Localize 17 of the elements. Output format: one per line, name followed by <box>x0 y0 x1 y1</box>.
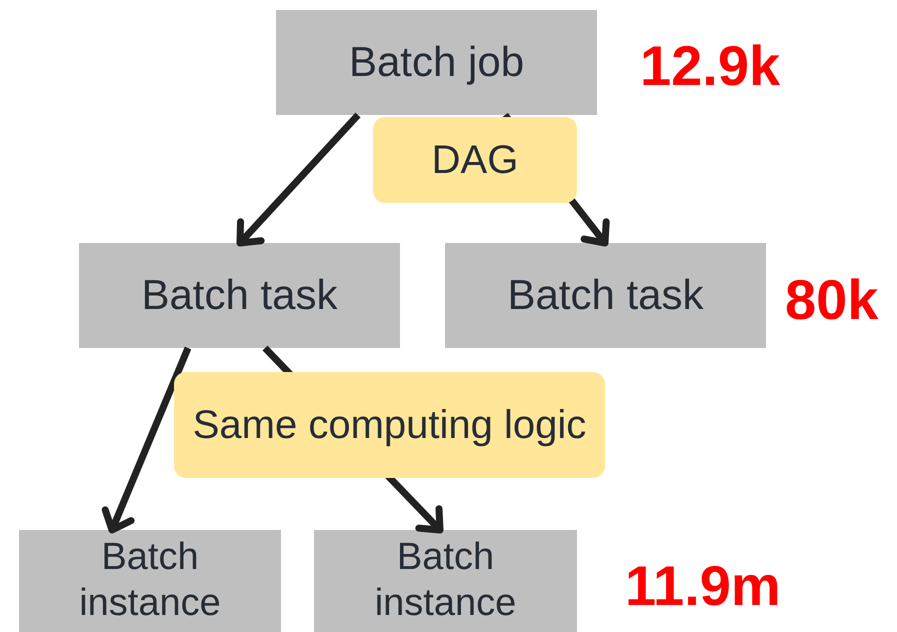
count-label: 80k <box>785 272 878 328</box>
node-label: Batch job <box>348 37 526 88</box>
node-label: Batch instance <box>374 535 518 626</box>
node-label: Batch task <box>506 270 705 320</box>
arrow <box>236 112 361 246</box>
edge-label: DAG <box>373 117 577 203</box>
process-box <box>276 10 597 115</box>
count-label: 12.9k <box>640 38 780 94</box>
process-box <box>445 243 766 348</box>
process-box <box>19 530 281 632</box>
node-label: Batch task <box>140 270 339 320</box>
edge-label: Same computing logic <box>174 372 605 478</box>
node-label: Batch instance <box>78 535 222 626</box>
process-box <box>314 530 577 632</box>
count-label: 11.9m <box>625 558 781 614</box>
arrow <box>102 346 192 534</box>
process-box <box>79 243 400 348</box>
